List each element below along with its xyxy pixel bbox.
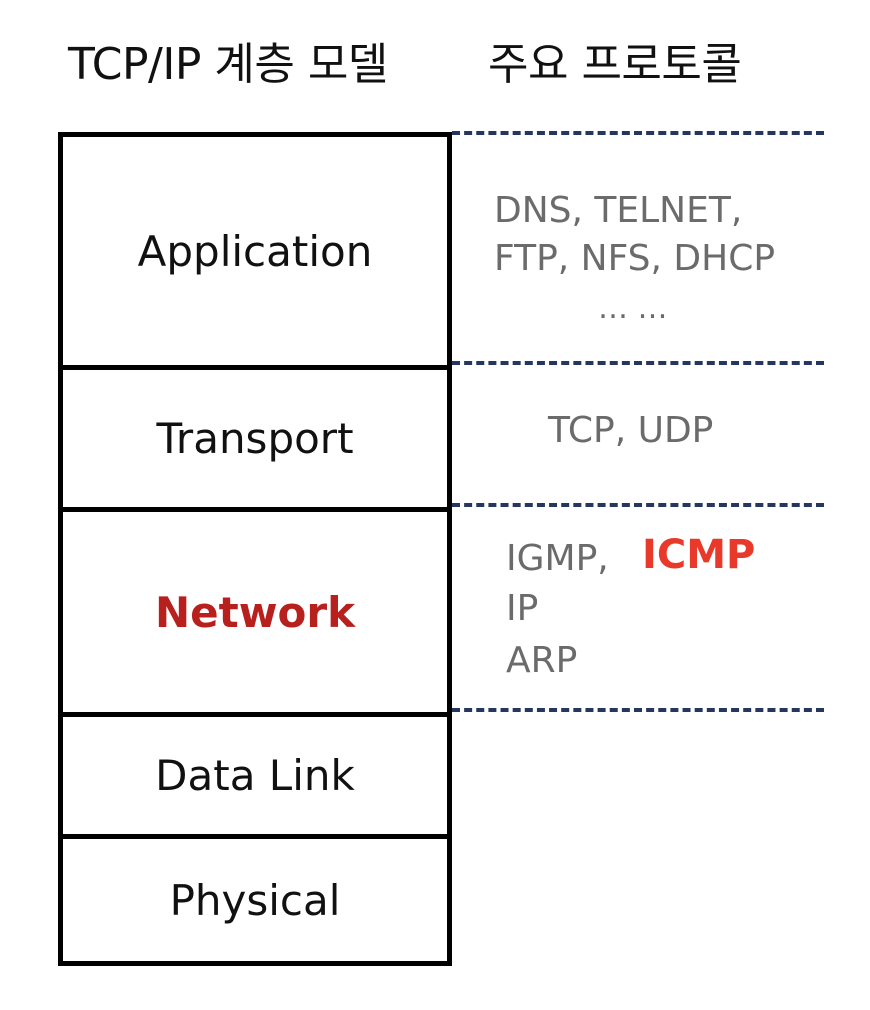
protocols-title: 주요 프로토콜 xyxy=(488,39,742,90)
layer-network: Network xyxy=(63,512,447,712)
layer-stack: Application Transport Network Data Link … xyxy=(58,132,452,966)
layer-transport: Transport xyxy=(63,370,447,507)
transport-protocols: TCP, UDP xyxy=(548,410,714,451)
layer-divider xyxy=(63,834,447,839)
layer-data-link: Data Link xyxy=(63,717,447,834)
layer-physical: Physical xyxy=(63,839,447,961)
layer-application: Application xyxy=(63,137,447,365)
layer-physical-label: Physical xyxy=(169,875,341,925)
boundary-dashed-line xyxy=(452,131,824,135)
protocol-arp: ARP xyxy=(506,640,578,681)
protocol-igmp: IGMP, xyxy=(506,538,609,579)
boundary-dashed-line xyxy=(452,503,824,507)
application-protocols-line1: DNS, TELNET, xyxy=(494,190,743,231)
application-protocols-ellipsis: … … xyxy=(598,291,668,326)
layer-divider xyxy=(63,712,447,717)
application-protocols-line2: FTP, NFS, DHCP xyxy=(494,238,776,279)
layer-transport-label: Transport xyxy=(156,414,354,463)
boundary-dashed-line xyxy=(452,708,824,712)
protocol-icmp: ICMP xyxy=(642,532,756,578)
boundary-dashed-line xyxy=(452,361,824,365)
model-title: TCP/IP 계층 모델 xyxy=(68,39,388,90)
layer-divider xyxy=(63,507,447,512)
layer-application-label: Application xyxy=(137,226,373,276)
protocol-ip: IP xyxy=(506,588,539,629)
layer-data-link-label: Data Link xyxy=(155,751,355,800)
layer-network-label: Network xyxy=(154,587,355,637)
layer-divider xyxy=(63,365,447,370)
